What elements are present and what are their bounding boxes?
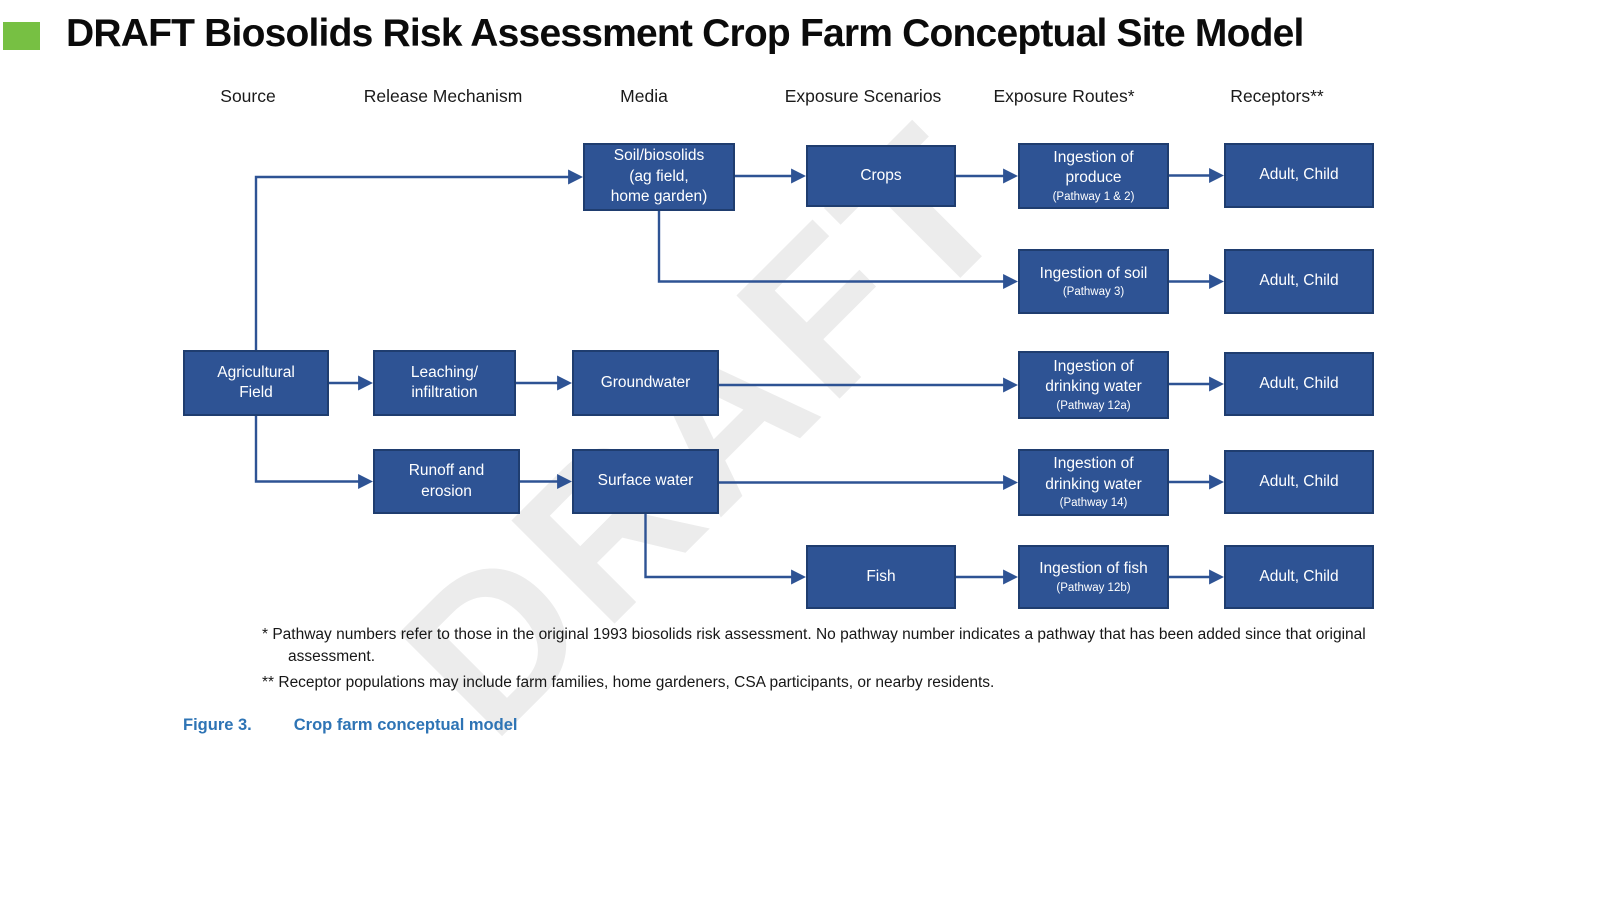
receptor-adult-child-box: Adult, Child: [1224, 545, 1374, 609]
leaching-infiltration-box: Leaching/infiltration: [373, 350, 516, 416]
figure-caption-text: Crop farm conceptual model: [293, 716, 518, 734]
receptor-adult-child-box: Adult, Child: [1224, 450, 1374, 514]
edge-soil-to-route-soil: [657, 211, 1018, 289]
column-header-receptors: Receptors**: [1230, 86, 1324, 106]
ingestion-of-soil-box: Ingestion of soil(Pathway 3): [1018, 249, 1169, 314]
ingestion-of-fish-box: Ingestion of fish(Pathway 12b): [1018, 545, 1169, 609]
soil-biosolids-box: Soil/biosolids(ag field,home garden): [583, 143, 735, 211]
column-header-source: Source: [220, 86, 276, 106]
page-title: DRAFT Biosolids Risk Assessment Crop Far…: [66, 12, 1304, 55]
footnotes: * Pathway numbers refer to those in the …: [262, 624, 1412, 697]
receptor-adult-child-box: Adult, Child: [1224, 249, 1374, 314]
groundwater-box: Groundwater: [572, 350, 719, 416]
column-header-media: Media: [620, 86, 668, 106]
footnote-1: * Pathway numbers refer to those in the …: [262, 626, 1366, 666]
fish-box: Fish: [806, 545, 956, 609]
edge-ag-field-to-runoff: [254, 416, 373, 489]
surface-water-box: Surface water: [572, 449, 719, 514]
column-header-routes: Exposure Routes*: [993, 86, 1135, 106]
title-bullet-square: [3, 22, 40, 50]
figure-caption: Figure 3. Crop farm conceptual model: [183, 716, 517, 735]
footnote-2: ** Receptor populations may include farm…: [262, 673, 995, 691]
title-row: DRAFT Biosolids Risk Assessment Crop Far…: [0, 10, 1600, 68]
figure-label: Figure 3.: [183, 716, 252, 734]
receptor-adult-child-box: Adult, Child: [1224, 352, 1374, 416]
edge-ag-field-to-soil: [254, 169, 583, 350]
column-header-release: Release Mechanism: [363, 86, 523, 106]
column-header-scenarios: Exposure Scenarios: [784, 86, 942, 106]
edge-surface-to-fish: [644, 514, 806, 585]
receptor-adult-child-box: Adult, Child: [1224, 143, 1374, 208]
crops-box: Crops: [806, 145, 956, 207]
